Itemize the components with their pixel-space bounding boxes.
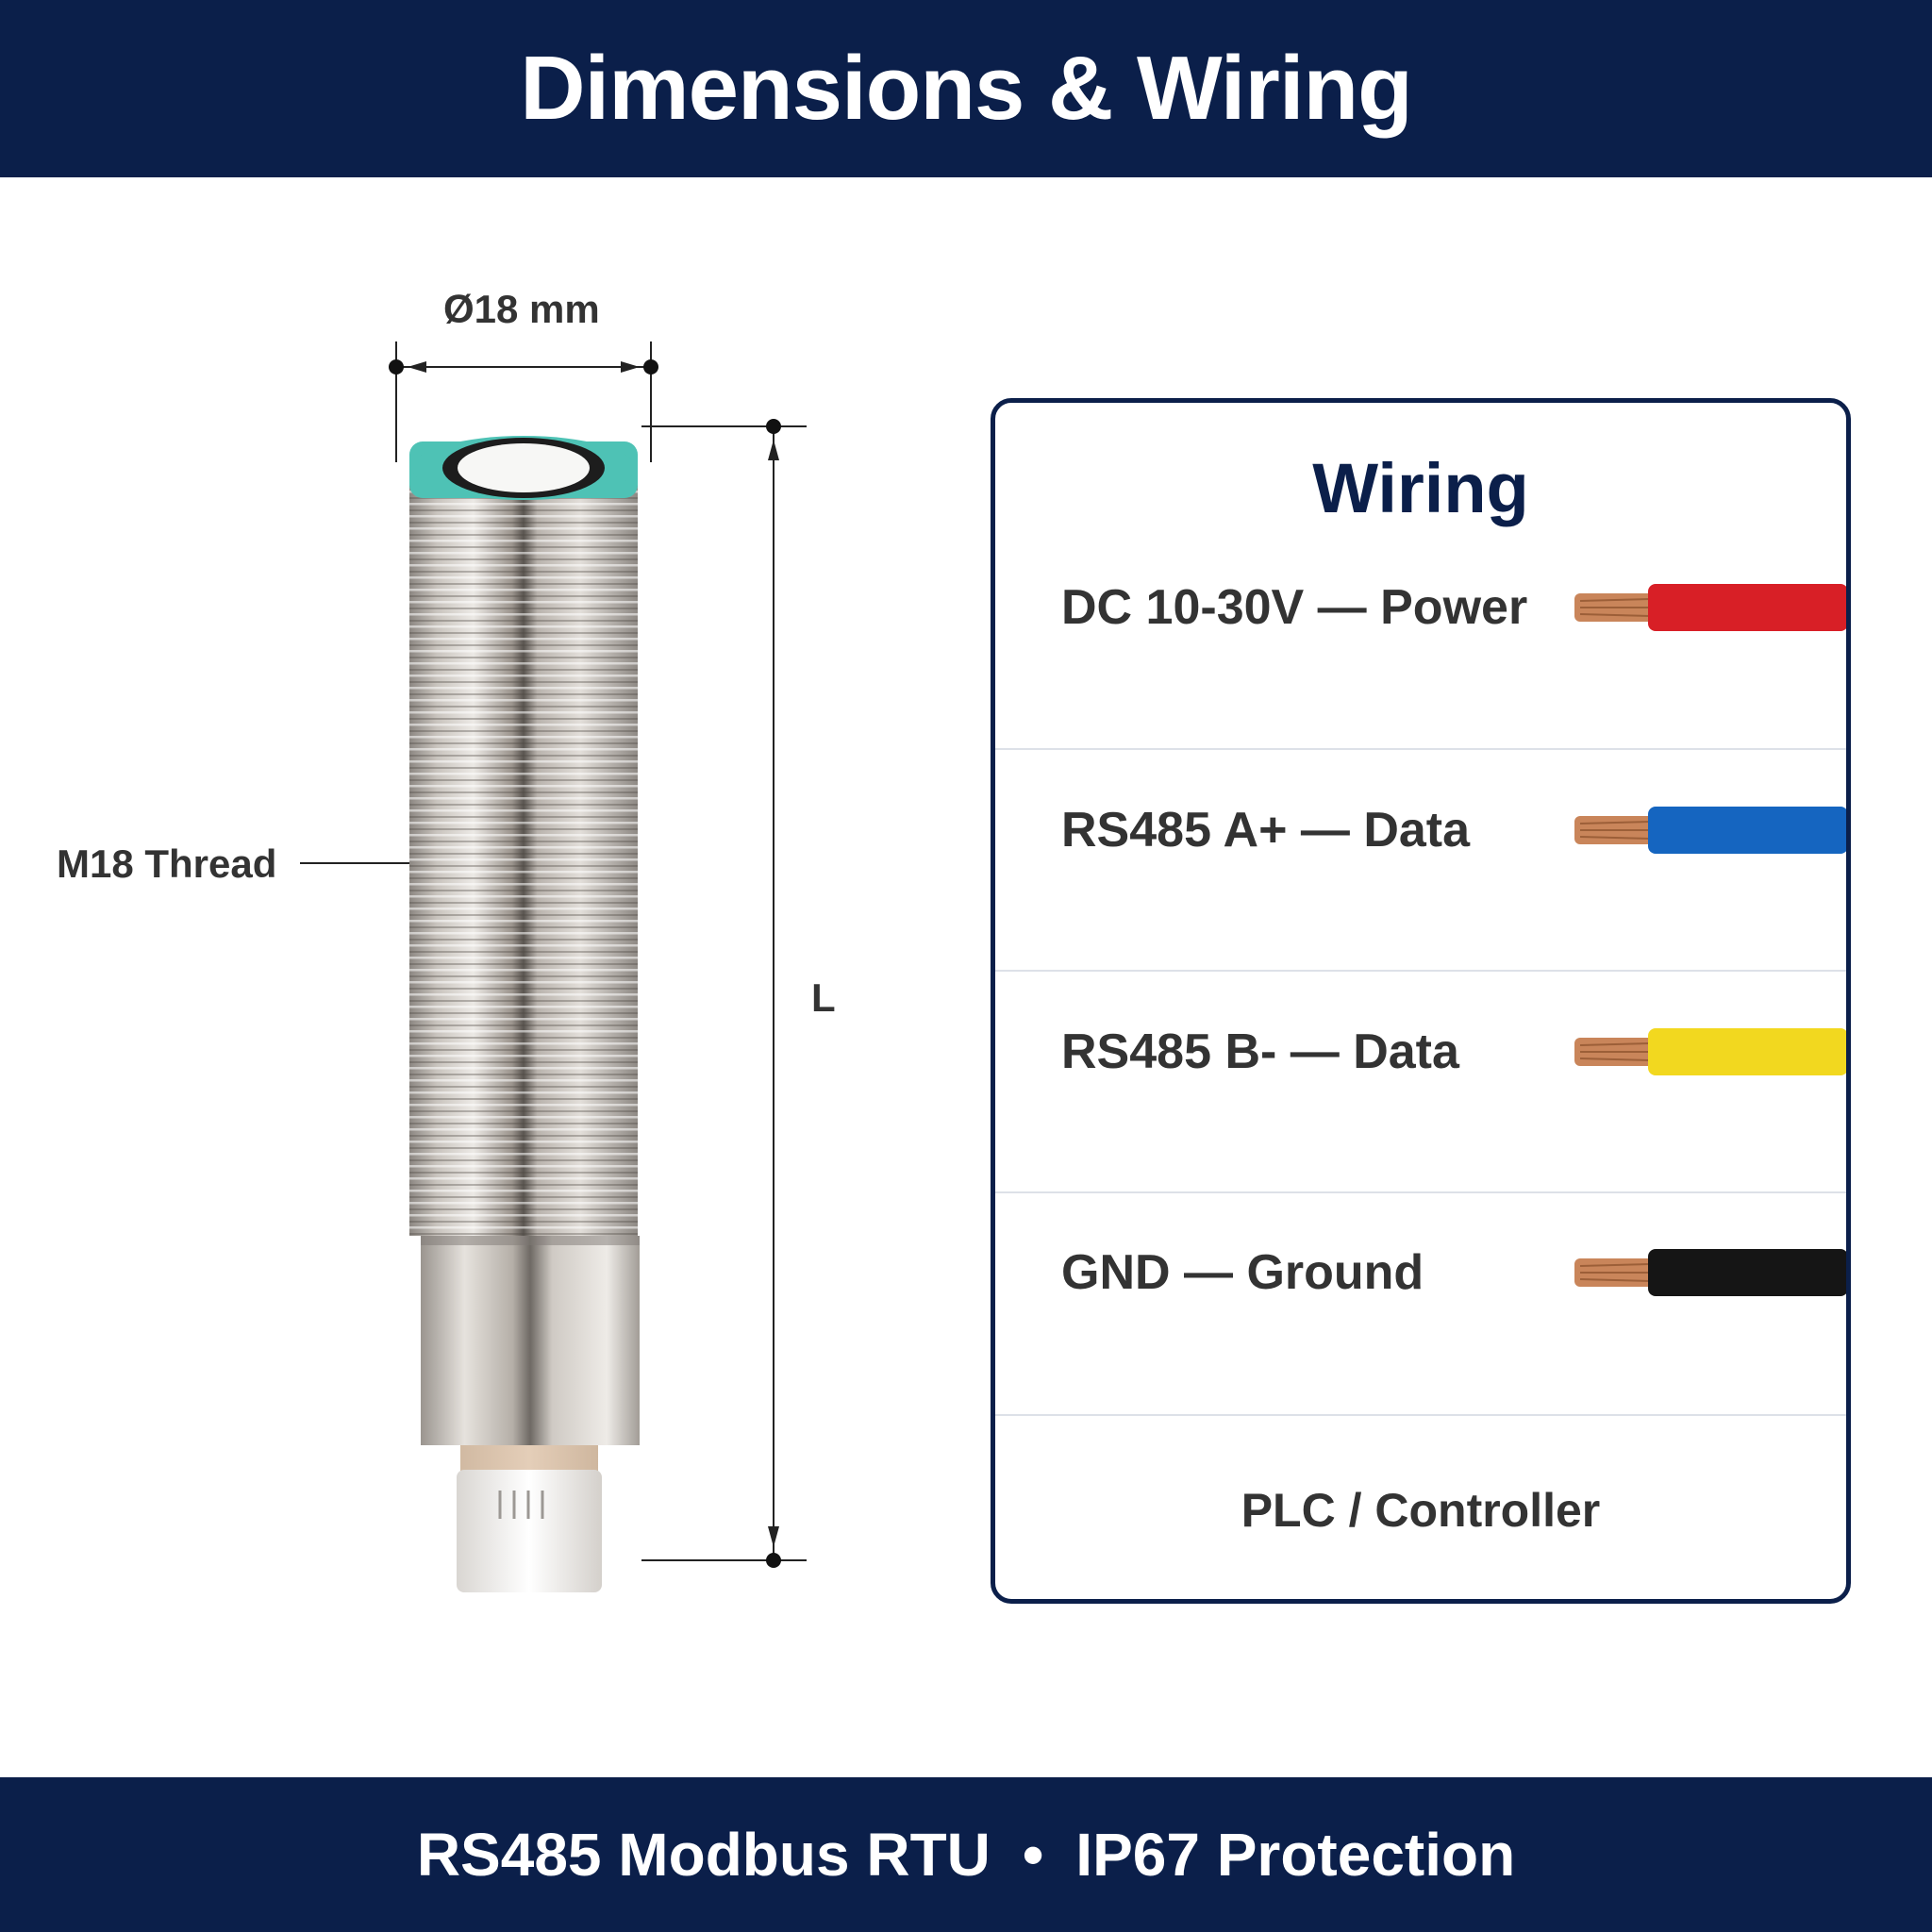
black-wire-icon (1574, 1249, 1846, 1296)
wiring-row-label: RS485 A+ — Data (1061, 803, 1471, 858)
footer-separator: • (1022, 1821, 1044, 1889)
length-label: L (811, 975, 836, 1020)
wiring-row-label: GND — Ground (1061, 1245, 1424, 1300)
wiring-row-data-b: RS485 B- — Data (995, 941, 1846, 1162)
wire-insulation (1648, 584, 1846, 631)
wire-insulation (1648, 807, 1846, 854)
wire-insulation (1648, 1028, 1846, 1075)
footer-protocol: RS485 Modbus RTU (416, 1821, 991, 1889)
wiring-panel: Wiring DC 10-30V — Power RS485 A+ — Data… (991, 398, 1851, 1604)
wire-insulation (1648, 1249, 1846, 1296)
wiring-row-label: DC 10-30V — Power (1061, 580, 1528, 635)
footer-protection: IP67 Protection (1075, 1821, 1516, 1889)
footer-banner: RS485 Modbus RTU • IP67 Protection (0, 1777, 1932, 1932)
wiring-row-label: RS485 B- — Data (1061, 1024, 1459, 1079)
wiring-title: Wiring (1312, 449, 1529, 527)
wiring-row-ground: GND — Ground (995, 1162, 1846, 1383)
wiring-row-data-a: RS485 A+ — Data (995, 720, 1846, 941)
page-title: Dimensions & Wiring (520, 38, 1413, 139)
sensor-drawing (300, 341, 807, 1592)
wiring-row-power: DC 10-30V — Power (995, 497, 1846, 718)
yellow-wire-icon (1574, 1028, 1846, 1075)
thread-label: M18 Thread (57, 841, 277, 886)
red-wire-icon (1574, 584, 1846, 631)
blue-wire-icon (1574, 807, 1846, 854)
header-banner: Dimensions & Wiring (0, 0, 1932, 177)
diameter-label: Ø18 mm (443, 287, 600, 331)
wiring-footer-label: PLC / Controller (1241, 1484, 1601, 1537)
